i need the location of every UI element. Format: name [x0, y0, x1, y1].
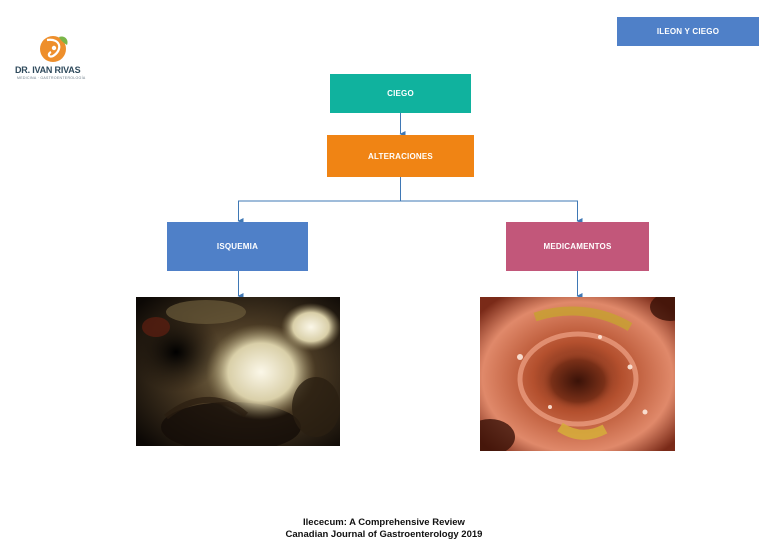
- connector-middle-right: [400, 200, 583, 224]
- node-isquemia-label: ISQUEMIA: [216, 242, 259, 251]
- citation-title: Ilececum: A Comprehensive Review: [303, 517, 465, 528]
- section-tag-label: ILEON Y CIEGO: [656, 27, 720, 36]
- endoscopy-image-medicamentos: [480, 297, 675, 451]
- node-alteraciones-label: ALTERACIONES: [368, 151, 433, 161]
- logo: DR. IVAN RIVAS MEDICINA · GASTROENTEROLO…: [15, 34, 105, 86]
- endoscopy-image-isquemia: [136, 297, 340, 446]
- section-tag: ILEON Y CIEGO: [617, 17, 759, 46]
- node-ciego: CIEGO: [330, 74, 471, 113]
- logo-mark-icon: [40, 36, 68, 62]
- connector-middle-split: [237, 177, 401, 224]
- node-medicamentos-label: MEDICAMENTOS: [543, 242, 612, 251]
- node-isquemia: ISQUEMIA: [167, 222, 308, 271]
- node-alteraciones: ALTERACIONES: [327, 135, 474, 177]
- logo-name: DR. IVAN RIVAS: [15, 65, 81, 75]
- node-ciego-label: CIEGO: [387, 89, 414, 98]
- citation-journal: Canadian Journal of Gastroenterology 201…: [285, 529, 483, 540]
- node-medicamentos: MEDICAMENTOS: [506, 222, 649, 271]
- logo-subtitle: MEDICINA · GASTROENTEROLOGÍA: [17, 76, 86, 80]
